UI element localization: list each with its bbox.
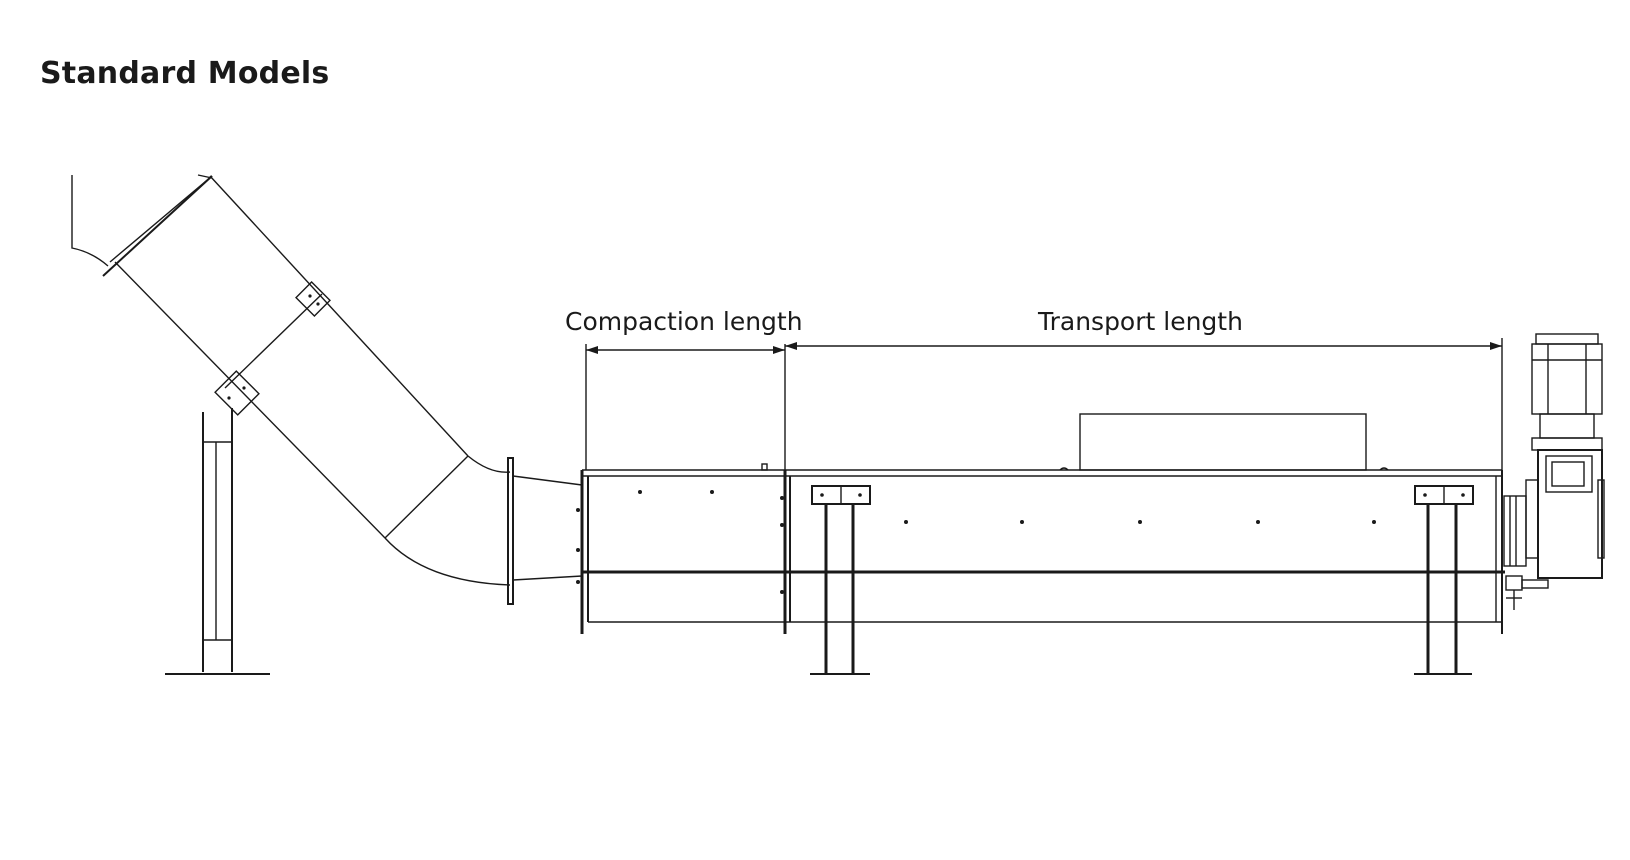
page-title: Standard Models: [40, 56, 330, 91]
inlet-chute: [71, 174, 583, 605]
conveyor-support-right: [1414, 485, 1474, 675]
conveyor-support-left: [810, 485, 871, 675]
drive-motor: [1503, 333, 1605, 610]
inspection-cover: [1059, 413, 1389, 471]
dimension-lines: [585, 338, 1503, 470]
conveyor-trough: [576, 463, 1505, 634]
chute-support-leg: [165, 370, 270, 675]
transport-length-label: Transport length: [1037, 307, 1243, 336]
compaction-length-label: Compaction length: [565, 307, 803, 336]
